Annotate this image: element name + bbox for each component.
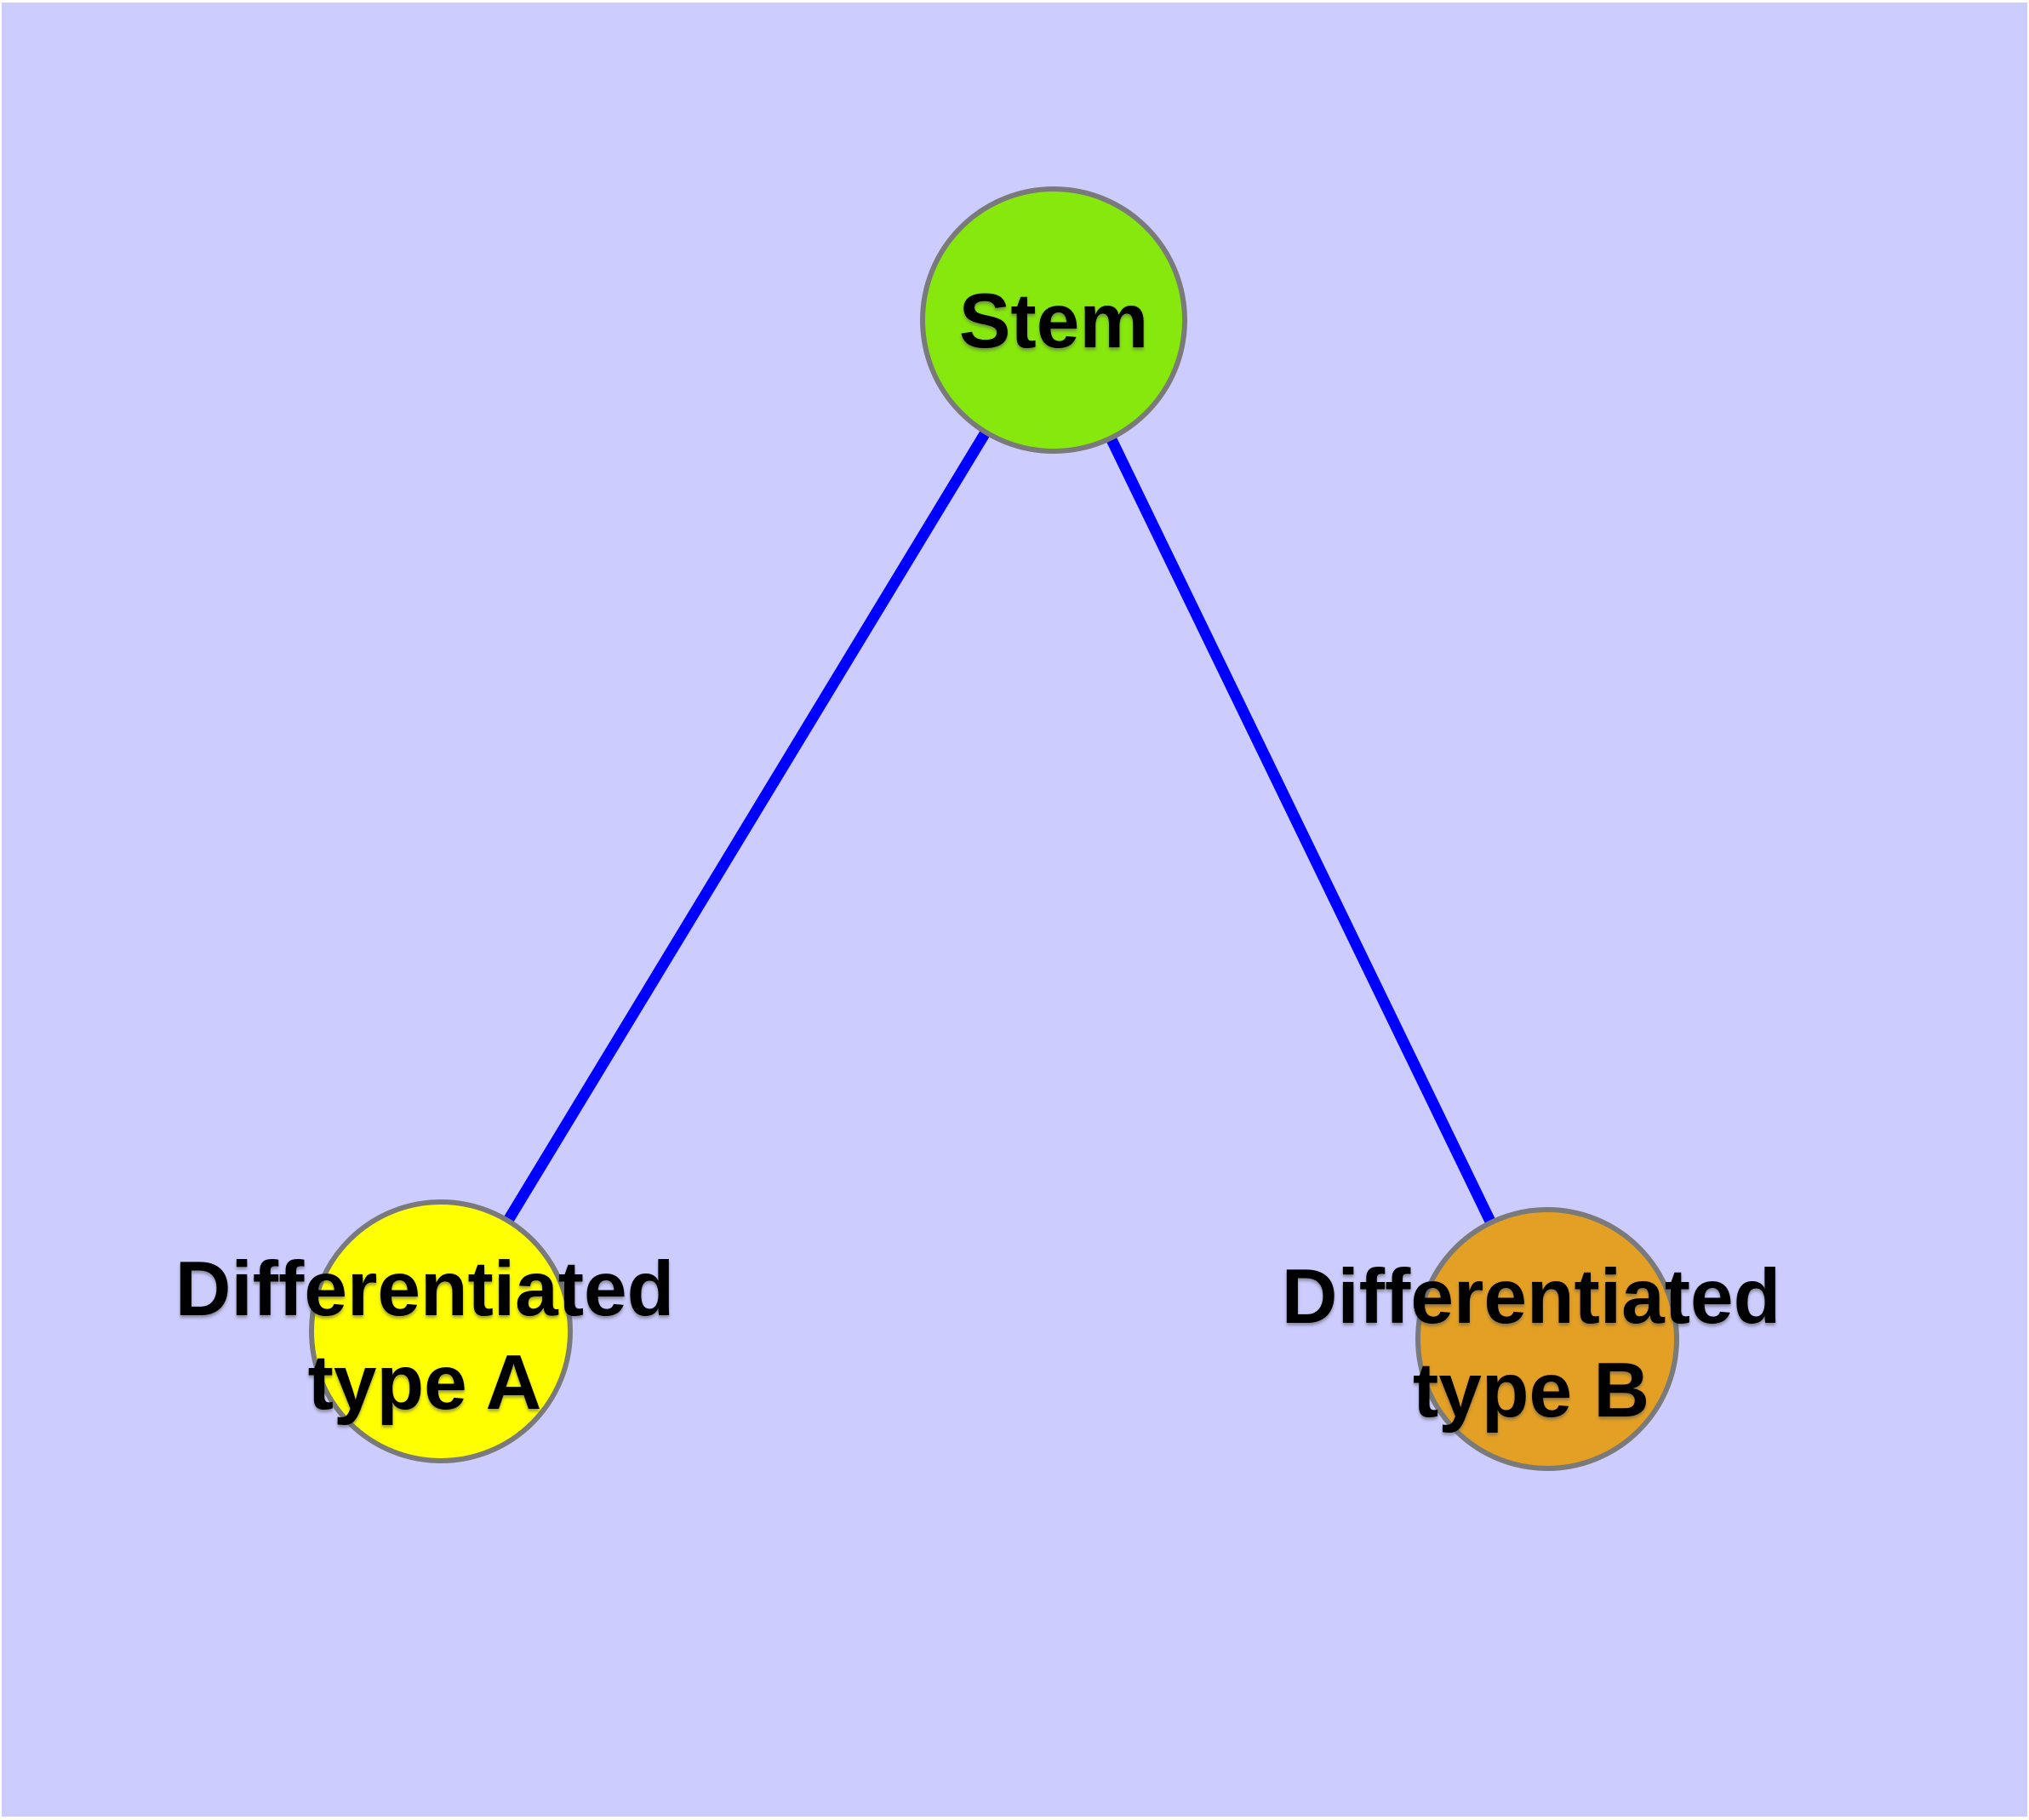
edge-stem-to-type-a bbox=[436, 317, 1059, 1335]
node-type-a-label-line1: Differentiated bbox=[174, 1246, 675, 1332]
node-type-b-label: Differentiated type B bbox=[1282, 1251, 1781, 1438]
node-type-a-circle bbox=[309, 1199, 573, 1463]
node-stem-label-text: Stem bbox=[958, 278, 1149, 364]
edge-stem-to-type-b bbox=[1049, 318, 1552, 1342]
node-type-a-label-line2: type A bbox=[307, 1340, 542, 1426]
node-type-b-label-line2: type B bbox=[1412, 1348, 1650, 1434]
node-type-b-circle bbox=[1415, 1207, 1679, 1471]
node-type-a-label: Differentiated type A bbox=[175, 1243, 675, 1430]
node-stem-circle bbox=[920, 186, 1187, 454]
node-type-b-label-line1: Differentiated bbox=[1281, 1254, 1781, 1340]
node-stem-label: Stem bbox=[959, 275, 1149, 369]
